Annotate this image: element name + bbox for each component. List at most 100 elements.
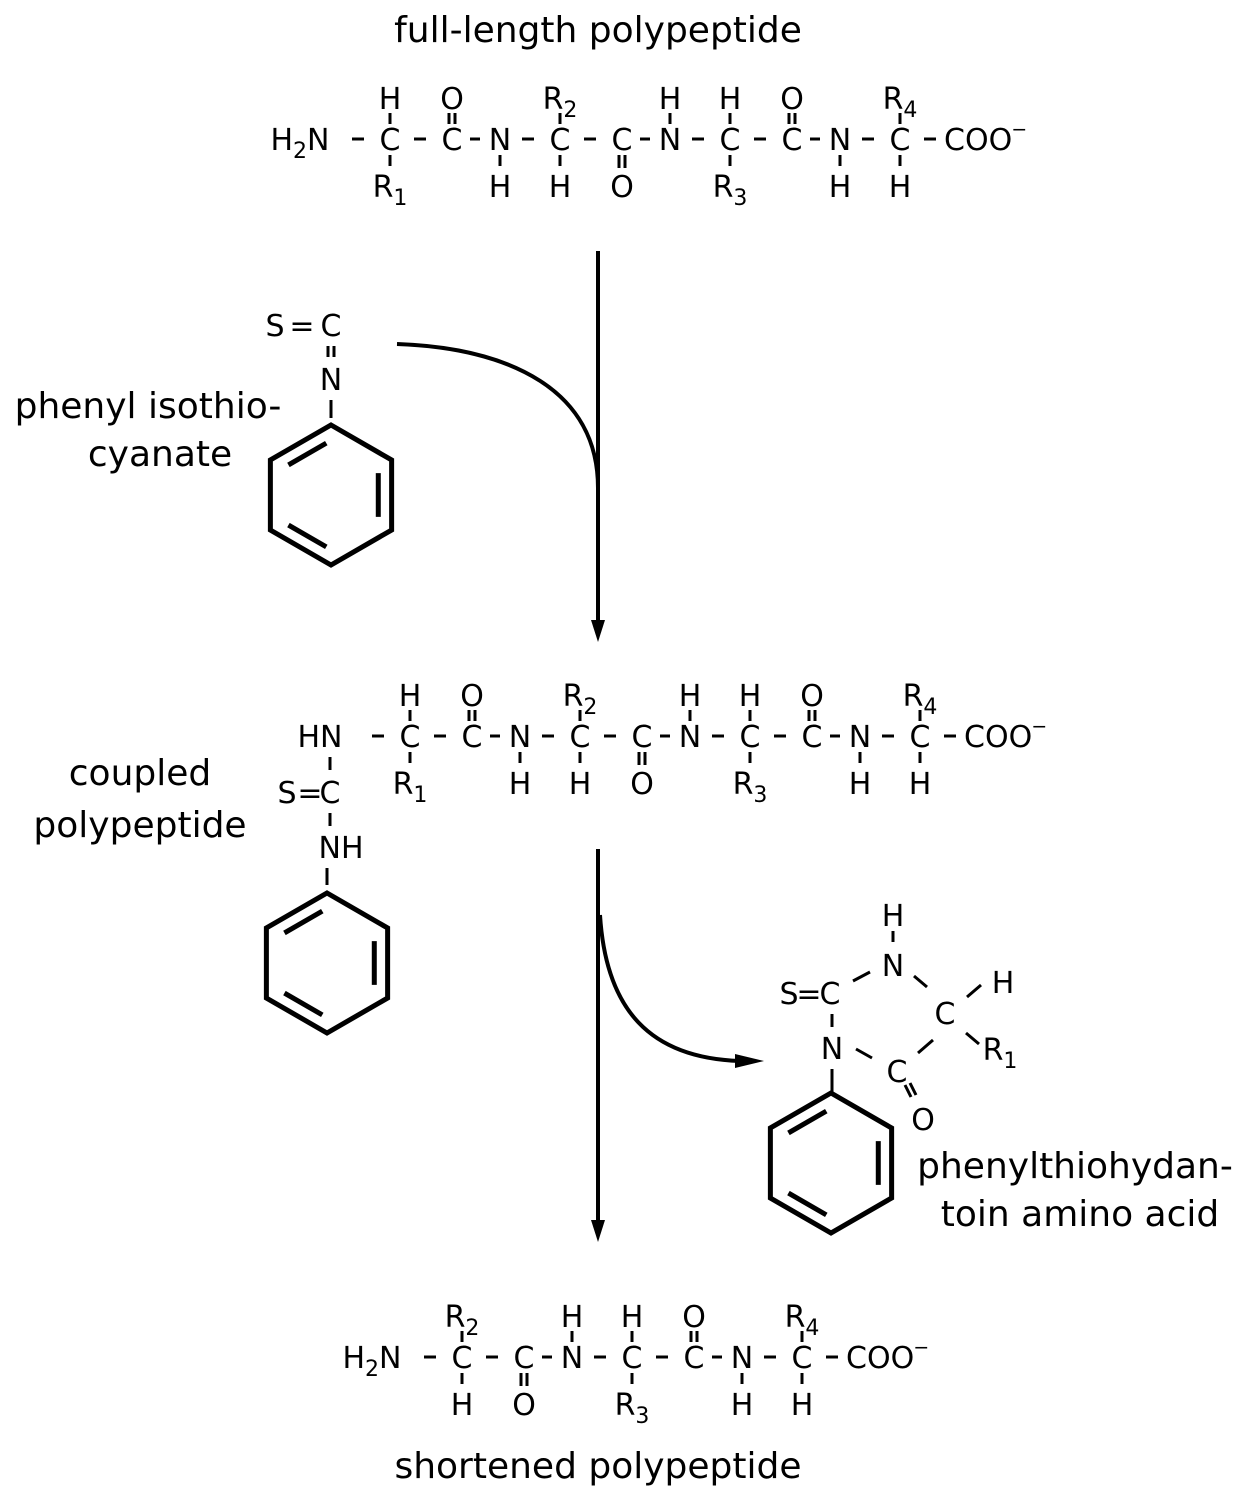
alpha-down-substituent: H: [791, 1388, 814, 1423]
shortened-polypeptide-label: shortened polypeptide: [394, 1446, 801, 1487]
chain-start-group: H2N: [342, 1341, 401, 1382]
amide-nitrogen: N: [731, 1341, 753, 1376]
thiourea-double-bond: =: [297, 776, 322, 811]
pth-amino-acid-structure: H N S = C C H R1 N C O: [767, 899, 1018, 1236]
alpha-carbon: C: [910, 720, 931, 755]
phenyl-isothiocyanate-structure: S = C N: [265, 309, 395, 568]
alpha-carbon: C: [550, 123, 571, 158]
reagent-c-atom: C: [321, 309, 342, 344]
alpha-carbon: C: [380, 123, 401, 158]
thiourea-nh-atom: NH: [319, 831, 364, 866]
alpha-carbon: C: [400, 720, 421, 755]
carbonyl-oxygen: O: [800, 679, 824, 714]
alpha-down-substituent: R3: [615, 1388, 650, 1429]
amide-nitrogen: N: [489, 123, 511, 158]
pth-s-atom: S: [779, 977, 798, 1012]
carboxylate-group: COO‒: [846, 1335, 928, 1376]
pth-cleft-ntop-bond: [852, 970, 871, 983]
thiourea-s-atom: S: [277, 776, 296, 811]
benzene-ring-icon: [767, 1090, 895, 1236]
alpha-carbon: C: [740, 720, 761, 755]
chain-start-group: H2N: [270, 123, 329, 164]
carbonyl-carbon: C: [782, 123, 803, 158]
alpha-carbon: C: [622, 1341, 643, 1376]
arrow-head-2: [591, 1220, 605, 1242]
amide-hydrogen: H: [561, 1300, 584, 1335]
carbonyl-oxygen: O: [630, 767, 654, 802]
pth-nbottom-cbottom-bond: [855, 1047, 873, 1060]
alpha-down-substituent: R3: [733, 767, 768, 808]
pth-sc-double-bond: =: [796, 977, 821, 1012]
amide-hydrogen: H: [659, 82, 682, 117]
alpha-up-substituent: H: [399, 679, 422, 714]
benzene-inner-double-bond: [787, 1190, 828, 1218]
alpha-up-substituent: R4: [883, 82, 918, 123]
pth-co-bond-1: [903, 1084, 913, 1098]
amide-nitrogen: N: [829, 123, 851, 158]
alpha-carbon: C: [792, 1341, 813, 1376]
pth-c-right: C: [935, 997, 956, 1032]
pth-c-left: C: [820, 977, 841, 1012]
alpha-up-substituent: R2: [563, 679, 598, 720]
amide-nitrogen: N: [679, 720, 701, 755]
alpha-up-substituent: R4: [785, 1300, 820, 1341]
alpha-down-substituent: H: [909, 767, 932, 802]
carboxylate-group: COO‒: [944, 117, 1026, 158]
reaction-arrows: [396, 251, 764, 1242]
alpha-up-substituent: H: [379, 82, 402, 117]
amide-hydrogen: H: [849, 767, 872, 802]
pth-amino-acid-label-line2: toin amino acid: [941, 1194, 1220, 1235]
carbonyl-carbon: C: [632, 720, 653, 755]
benzene-hexagon: [767, 1090, 895, 1236]
thiourea-branch: S = C NH: [263, 757, 391, 1036]
pth-cright-r-bond: [965, 1031, 980, 1046]
carbonyl-carbon: C: [462, 720, 483, 755]
carbonyl-oxygen: O: [460, 679, 484, 714]
alpha-down-substituent: H: [569, 767, 592, 802]
benzene-inner-double-bond: [287, 440, 328, 468]
alpha-up-substituent: H: [719, 82, 742, 117]
alpha-down-substituent: H: [549, 170, 572, 205]
alpha-up-substituent: R4: [903, 679, 938, 720]
carbonyl-carbon: C: [442, 123, 463, 158]
reagent-n-atom: N: [320, 363, 342, 398]
pth-n-bottom: N: [821, 1032, 843, 1067]
amide-nitrogen: N: [849, 720, 871, 755]
benzene-hexagon: [267, 422, 395, 568]
reagent-curved-arrow: [396, 342, 600, 489]
carbonyl-oxygen: O: [440, 82, 464, 117]
pth-cbottom-cright-bond: [917, 1038, 934, 1055]
pth-h-top: H: [882, 899, 905, 934]
carboxylate-group: COO‒: [964, 714, 1046, 755]
pth-n-top: N: [882, 949, 904, 984]
carbonyl-oxygen: O: [780, 82, 804, 117]
carbonyl-carbon: C: [612, 123, 633, 158]
pth-c-bottom: C: [887, 1055, 908, 1090]
alpha-down-substituent: R1: [373, 170, 408, 211]
amide-hydrogen: H: [509, 767, 532, 802]
thiourea-c-atom: C: [320, 776, 341, 811]
carbonyl-carbon: C: [802, 720, 823, 755]
amide-hydrogen: H: [679, 679, 702, 714]
carbonyl-carbon: C: [684, 1341, 705, 1376]
benzene-inner-double-bond: [283, 990, 324, 1018]
alpha-down-substituent: R3: [713, 170, 748, 211]
alpha-carbon: C: [720, 123, 741, 158]
amide-hydrogen: H: [731, 1388, 754, 1423]
amide-nitrogen: N: [561, 1341, 583, 1376]
pth-r1-group: R1: [983, 1033, 1018, 1074]
alpha-down-substituent: H: [889, 170, 912, 205]
carbonyl-oxygen: O: [610, 170, 634, 205]
alpha-carbon: C: [570, 720, 591, 755]
alpha-up-substituent: H: [621, 1300, 644, 1335]
alpha-carbon: C: [890, 123, 911, 158]
amide-nitrogen: N: [509, 720, 531, 755]
arrow-head-1: [591, 620, 605, 642]
pth-o-atom: O: [911, 1103, 935, 1138]
benzene-ring-icon: [263, 890, 391, 1036]
arrow-head-3: [735, 1054, 764, 1068]
benzene-hexagon: [263, 890, 391, 1036]
reagent-double-bond: =: [289, 309, 314, 344]
